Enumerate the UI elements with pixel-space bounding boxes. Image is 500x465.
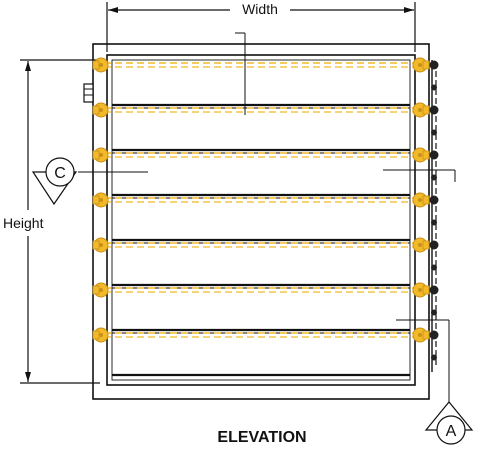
right-pivot-pin-2	[418, 108, 422, 112]
height-label: Height	[3, 215, 44, 231]
callout-a-circle	[436, 415, 466, 445]
actuator-clip-mid-7	[431, 354, 437, 361]
right-pivot-cap-1	[422, 60, 430, 70]
left-pivot-cap-2	[92, 105, 100, 115]
actuator-clip-3	[429, 150, 439, 160]
left-pivot-pin-1	[99, 63, 103, 67]
width-label: Width	[242, 1, 278, 17]
leader-lines	[78, 32, 456, 418]
height-arrow-bottom	[25, 372, 31, 382]
actuator-clip-1	[429, 60, 439, 70]
right-pivot-pin-7	[418, 333, 422, 337]
actuator-clip-mid-5	[431, 264, 437, 271]
left-pivot-pin-3	[99, 153, 103, 157]
right-pivot-cap-2	[422, 105, 430, 115]
outer-frame	[92, 43, 430, 400]
width-dimension: Width	[106, 1, 416, 52]
actuator-clip-6	[429, 285, 439, 295]
blade-group	[112, 103, 410, 377]
left-pivot-cap-4	[92, 195, 100, 205]
left-pivot-cap-5	[92, 240, 100, 250]
right-pivot-cap-7	[422, 330, 430, 340]
inner-frame	[106, 54, 416, 386]
right-pivot-pin-5	[418, 243, 422, 247]
left-bracket-body	[83, 83, 94, 103]
actuator-clip-mid-3	[431, 174, 437, 181]
width-arrow-right	[404, 7, 414, 13]
callout-c: C	[31, 157, 78, 206]
callout-a: A	[424, 401, 474, 445]
callout-a-letter: A	[446, 423, 457, 440]
right-pivot-cap-4	[422, 195, 430, 205]
right-pivot-pin-1	[418, 63, 422, 67]
damper-frame	[92, 43, 430, 400]
actuator-clip-4	[429, 195, 439, 205]
actuator-clip-5	[429, 240, 439, 250]
height-dimension: Height	[3, 59, 100, 384]
right-pivot-cap-6	[422, 285, 430, 295]
actuator-clip-mid-4	[431, 219, 437, 226]
right-pivot-pin-4	[418, 198, 422, 202]
view-caption: ELEVATION	[217, 429, 306, 446]
right-pivot-pin-6	[418, 288, 422, 292]
left-pivot-cap-6	[92, 285, 100, 295]
actuator-clip-2	[429, 105, 439, 115]
right-pivot-cap-3	[422, 150, 430, 160]
inner-frame-lip	[111, 59, 411, 381]
left-pivot-pin-4	[99, 198, 103, 202]
left-pivot-pin-2	[99, 108, 103, 112]
actuator-clip-7	[429, 330, 439, 340]
width-arrow-left	[108, 7, 118, 13]
left-pivot-cap-1	[92, 60, 100, 70]
right-pivot-cap-5	[422, 240, 430, 250]
linkage-group	[92, 57, 430, 343]
actuator-linkage	[429, 60, 439, 372]
left-bracket	[83, 83, 94, 103]
actuator-clip-mid-1	[431, 84, 437, 91]
left-pivot-pin-5	[99, 243, 103, 247]
callout-c-letter: C	[54, 165, 66, 182]
height-arrow-top	[25, 61, 31, 71]
left-pivot-pin-6	[99, 288, 103, 292]
left-pivot-cap-3	[92, 150, 100, 160]
callout-c-circle	[45, 157, 75, 187]
actuator-clip-mid-6	[431, 309, 437, 316]
actuator-clip-mid-2	[431, 129, 437, 136]
left-pivot-pin-7	[99, 333, 103, 337]
left-pivot-cap-7	[92, 330, 100, 340]
right-pivot-pin-3	[418, 153, 422, 157]
